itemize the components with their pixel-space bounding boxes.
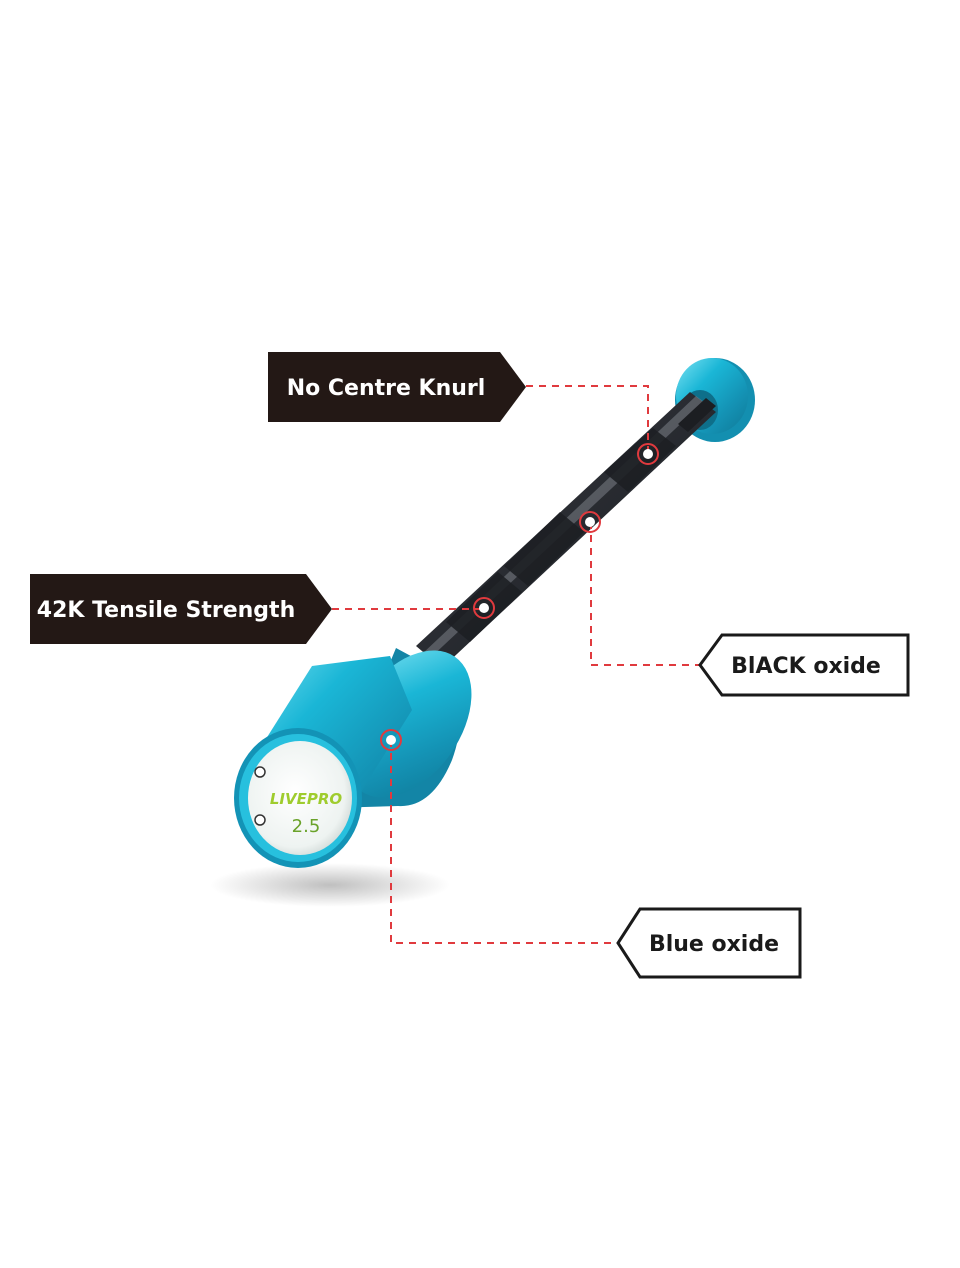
leader-no-centre-knurl xyxy=(526,385,649,452)
bar-shaft xyxy=(416,392,716,668)
label-no-centre-knurl-text: No Centre Knurl xyxy=(287,376,486,401)
marker-tensile-strength xyxy=(473,597,495,619)
callout-markers xyxy=(380,443,659,751)
bar-shadow xyxy=(210,863,450,907)
leader-blue-oxide xyxy=(390,740,618,944)
end-cap-brand: LIVEPRO xyxy=(270,790,343,808)
label-tensile-strength-text: 42K Tensile Strength xyxy=(37,598,295,623)
marker-black-oxide xyxy=(579,511,601,533)
label-tensile-strength: 42K Tensile Strength xyxy=(30,574,332,644)
near-sleeve: LIVEPRO 2.5 xyxy=(234,648,472,868)
label-black-oxide: BlACK oxide xyxy=(698,633,910,697)
label-no-centre-knurl: No Centre Knurl xyxy=(268,352,526,422)
marker-blue-oxide xyxy=(380,729,402,751)
leader-lines xyxy=(332,385,700,944)
label-black-oxide-text: BlACK oxide xyxy=(731,654,881,679)
label-blue-oxide-text: Blue oxide xyxy=(649,932,779,957)
leader-black-oxide xyxy=(590,522,700,666)
marker-no-centre-knurl xyxy=(637,443,659,465)
end-cap-weight: 2.5 xyxy=(292,816,321,837)
label-blue-oxide: Blue oxide xyxy=(616,907,802,979)
